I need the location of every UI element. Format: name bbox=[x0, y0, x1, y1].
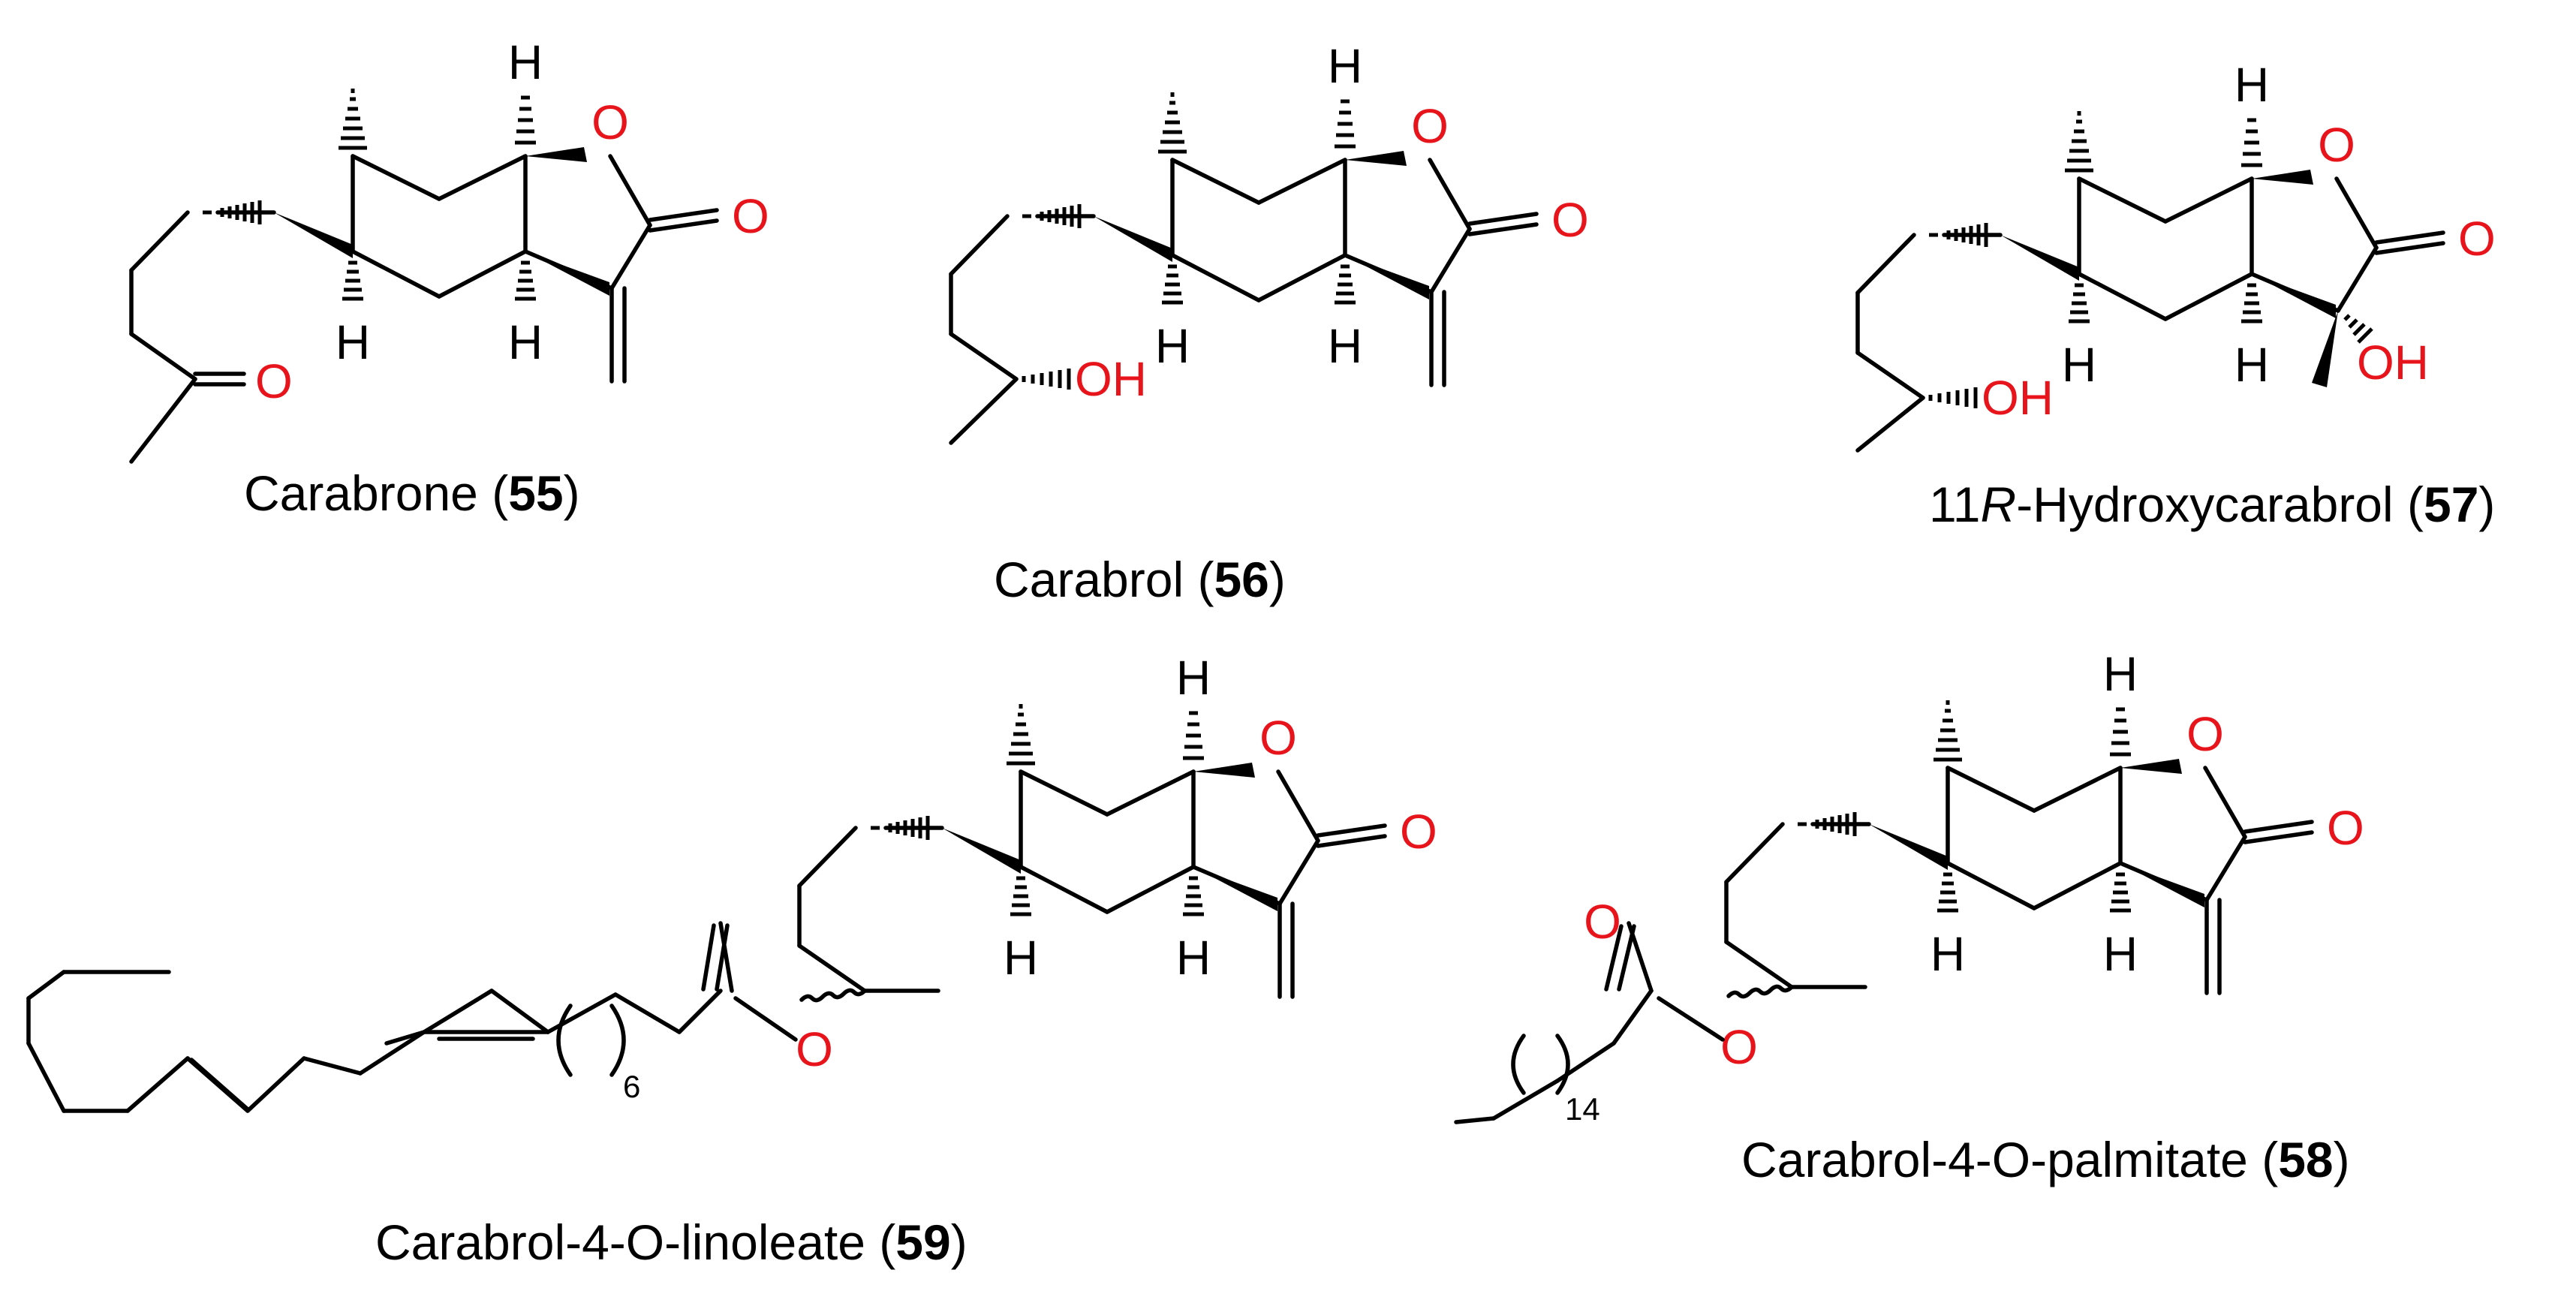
structure-carabrol-palmitate: H H H O O O bbox=[1720, 647, 2364, 1074]
structure-carabrone: H H H O O O Carabrone (55) bbox=[129, 35, 769, 521]
hydroxyl-label: OH bbox=[1075, 352, 1147, 406]
ester-oxygen-label: O bbox=[796, 1022, 833, 1076]
carbonyl-oxygen-label: O bbox=[2458, 212, 2496, 266]
hydrogen-label: H bbox=[2062, 338, 2096, 392]
hydroxycarabrol-side-chain: OH bbox=[1855, 233, 2054, 453]
caption-11r-hydroxycarabrol: 11R-Hydroxycarabrol (57) bbox=[1929, 477, 2495, 532]
hydrogen-label: H bbox=[508, 315, 543, 369]
hydrogen-label: H bbox=[1328, 39, 1362, 93]
structure-carabrol-linoleate: H H H O O O bbox=[796, 651, 1437, 1076]
repeat-count-subscript: 6 bbox=[623, 1069, 640, 1104]
carbonyl-oxygen-label: O bbox=[1400, 805, 1437, 859]
structure-carabrol: H H H O O OH Carabrol (56) bbox=[949, 39, 1589, 607]
carabrane-core: H H H O O bbox=[871, 651, 1437, 999]
carbonyl-oxygen-label: O bbox=[1551, 193, 1589, 247]
caption-carabrol: Carabrol (56) bbox=[994, 552, 1286, 607]
hydroxyl-label: OH bbox=[1982, 371, 2054, 425]
hydrogen-label: H bbox=[1328, 319, 1362, 373]
carabrane-core: H H H O O bbox=[1798, 647, 2364, 995]
ring-oxygen-label: O bbox=[1259, 711, 1297, 765]
caption-carabrol-linoleate: Carabrol-4-O-linoleate (59) bbox=[375, 1214, 968, 1270]
ketone-oxygen-label: O bbox=[255, 354, 293, 408]
hydrogen-label: H bbox=[2234, 338, 2269, 392]
ester-oxygen-label: O bbox=[1720, 1020, 1758, 1074]
linoleate-side-chain: O bbox=[796, 826, 940, 1076]
caption-carabrone: Carabrone (55) bbox=[244, 465, 580, 521]
hydrogen-label: H bbox=[1155, 319, 1190, 373]
hydrogen-label: H bbox=[336, 315, 370, 369]
hydrogen-label: H bbox=[1176, 931, 1211, 985]
ring-oxygen-label: O bbox=[2318, 118, 2355, 172]
repeat-count-subscript: 14 bbox=[1565, 1091, 1600, 1127]
caption-carabrol-palmitate: Carabrol-4-O-palmitate (58) bbox=[1741, 1132, 2350, 1187]
hydrogen-label: H bbox=[2234, 58, 2269, 112]
hydrogen-label: H bbox=[2103, 647, 2138, 701]
structure-11r-hydroxycarabrol: H H H O O OH OH 11R-Hydroxycarabrol (57) bbox=[1855, 58, 2496, 532]
carbonyl-oxygen-label: O bbox=[2327, 801, 2364, 855]
carbonyl-oxygen-label: O bbox=[732, 189, 769, 243]
palmitate-side-chain: O bbox=[1720, 822, 1867, 1074]
hydrogen-label: H bbox=[1176, 651, 1211, 705]
ring-oxygen-label: O bbox=[2186, 707, 2224, 761]
linoleate-chain: 6 bbox=[26, 921, 798, 1113]
hydrogen-label: H bbox=[1004, 931, 1038, 985]
carbonyl-oxygen-label: O bbox=[1584, 895, 1621, 949]
ring-oxygen-label: O bbox=[1411, 99, 1449, 153]
carabrane-core: H H H O O bbox=[1022, 39, 1589, 387]
ring-oxygen-label: O bbox=[591, 95, 629, 149]
hydrogen-label: H bbox=[508, 35, 543, 89]
carabrol-side-chain: OH bbox=[949, 214, 1147, 445]
carabrone-side-chain: O bbox=[129, 210, 293, 464]
carabrane-core-saturated: H H H O O OH bbox=[1929, 58, 2496, 392]
hydrogen-label: H bbox=[2103, 927, 2138, 981]
tertiary-hydroxyl-label: OH bbox=[2357, 336, 2429, 390]
palmitate-chain: O 14 bbox=[1454, 895, 1725, 1127]
hydrogen-label: H bbox=[1930, 927, 1965, 981]
carabrane-core: H H H O O bbox=[203, 35, 769, 384]
